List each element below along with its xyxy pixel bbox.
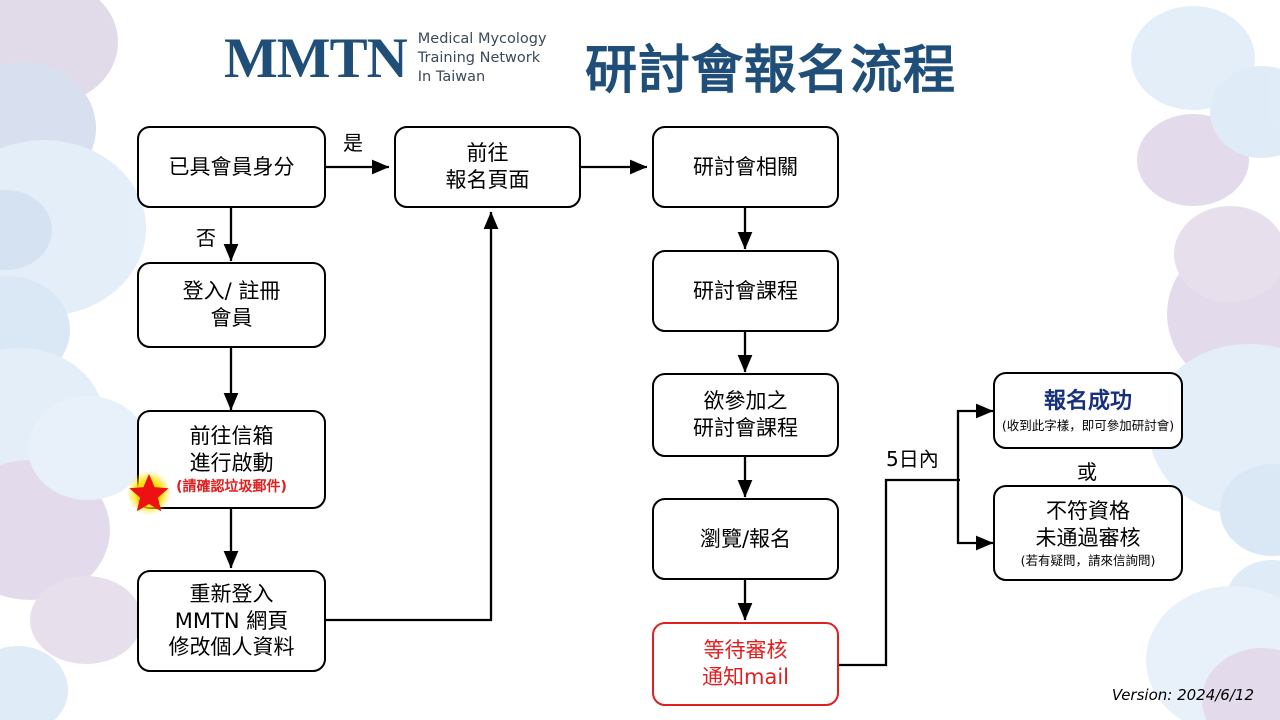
node-seminar-course[interactable]: 研討會課程 xyxy=(652,250,839,332)
node-member-check[interactable]: 已具會員身分 xyxy=(137,126,326,208)
node-login-register-line1: 登入/ 註冊 xyxy=(182,279,281,304)
node-browse-signup-line1: 瀏覽/報名 xyxy=(699,526,792,551)
node-chosen-course[interactable]: 欲參加之 研討會課程 xyxy=(652,373,839,457)
node-activate-mail-line2: 進行啟動 xyxy=(189,451,274,476)
mmtn-logo: MMTN Medical Mycology Training Network I… xyxy=(224,30,547,87)
node-member-check-line1: 已具會員身分 xyxy=(168,154,295,179)
logo-tagline-line1: Medical Mycology xyxy=(417,31,547,47)
node-seminar-course-line1: 研討會課程 xyxy=(693,278,798,303)
node-success-note: (收到此字樣，即可參加研討會) xyxy=(1001,418,1175,434)
logo-wordmark: MMTN xyxy=(224,27,408,91)
node-chosen-course-line1: 欲參加之 xyxy=(703,389,788,414)
node-seminar-info-line1: 研討會相關 xyxy=(693,154,798,179)
node-activate-mail-note: (請確認垃圾郵件) xyxy=(176,478,287,495)
node-chosen-course-line2: 研討會課程 xyxy=(693,416,798,440)
version-label: Version: 2024/6/12 xyxy=(1111,686,1254,704)
node-success-line1: 報名成功 xyxy=(1043,388,1132,414)
node-success[interactable]: 報名成功 (收到此字樣，即可參加研討會) xyxy=(993,372,1183,449)
node-await-review[interactable]: 等待審核 通知mail xyxy=(652,622,839,706)
node-await-review-line2: 通知mail xyxy=(702,665,789,689)
node-rejected-line2: 未通過審核 xyxy=(1035,525,1141,550)
logo-tagline-line2: Training Network xyxy=(417,50,541,67)
node-rejected-line1: 不符資格 xyxy=(1046,498,1130,523)
node-login-register-line2: 會員 xyxy=(210,306,253,330)
node-goto-signup-line1: 前往 xyxy=(466,141,509,166)
page-title: 研討會報名流程 xyxy=(585,41,957,101)
node-rejected-note: (若有疑問，請來信詢問) xyxy=(1020,553,1156,569)
edge-label-within-five-days: 5日內 xyxy=(886,447,939,471)
node-relogin-profile-line3: 修改個人資料 xyxy=(168,635,295,660)
node-relogin-profile-line2: MMTN 網頁 xyxy=(174,608,289,633)
node-seminar-info[interactable]: 研討會相關 xyxy=(652,126,839,208)
edge-label-no: 否 xyxy=(196,226,216,250)
edge-label-or: 或 xyxy=(1077,460,1097,484)
logo-tagline: Medical Mycology Training Network In Tai… xyxy=(418,30,547,87)
edge-label-yes: 是 xyxy=(343,131,363,155)
red-star-icon xyxy=(127,471,171,515)
node-relogin-profile-line1: 重新登入 xyxy=(189,581,274,606)
node-rejected[interactable]: 不符資格 未通過審核 (若有疑問，請來信詢問) xyxy=(993,485,1183,581)
node-activate-mail-line1: 前往信箱 xyxy=(189,424,274,449)
node-relogin-profile[interactable]: 重新登入 MMTN 網頁 修改個人資料 xyxy=(137,570,326,672)
node-browse-signup[interactable]: 瀏覽/報名 xyxy=(652,498,839,580)
node-goto-signup-line2: 報名頁面 xyxy=(445,168,530,192)
node-goto-signup[interactable]: 前往 報名頁面 xyxy=(394,126,581,208)
node-await-review-line1: 等待審核 xyxy=(703,638,788,663)
logo-tagline-line3: In Taiwan xyxy=(417,69,486,86)
node-login-register[interactable]: 登入/ 註冊 會員 xyxy=(137,262,326,348)
